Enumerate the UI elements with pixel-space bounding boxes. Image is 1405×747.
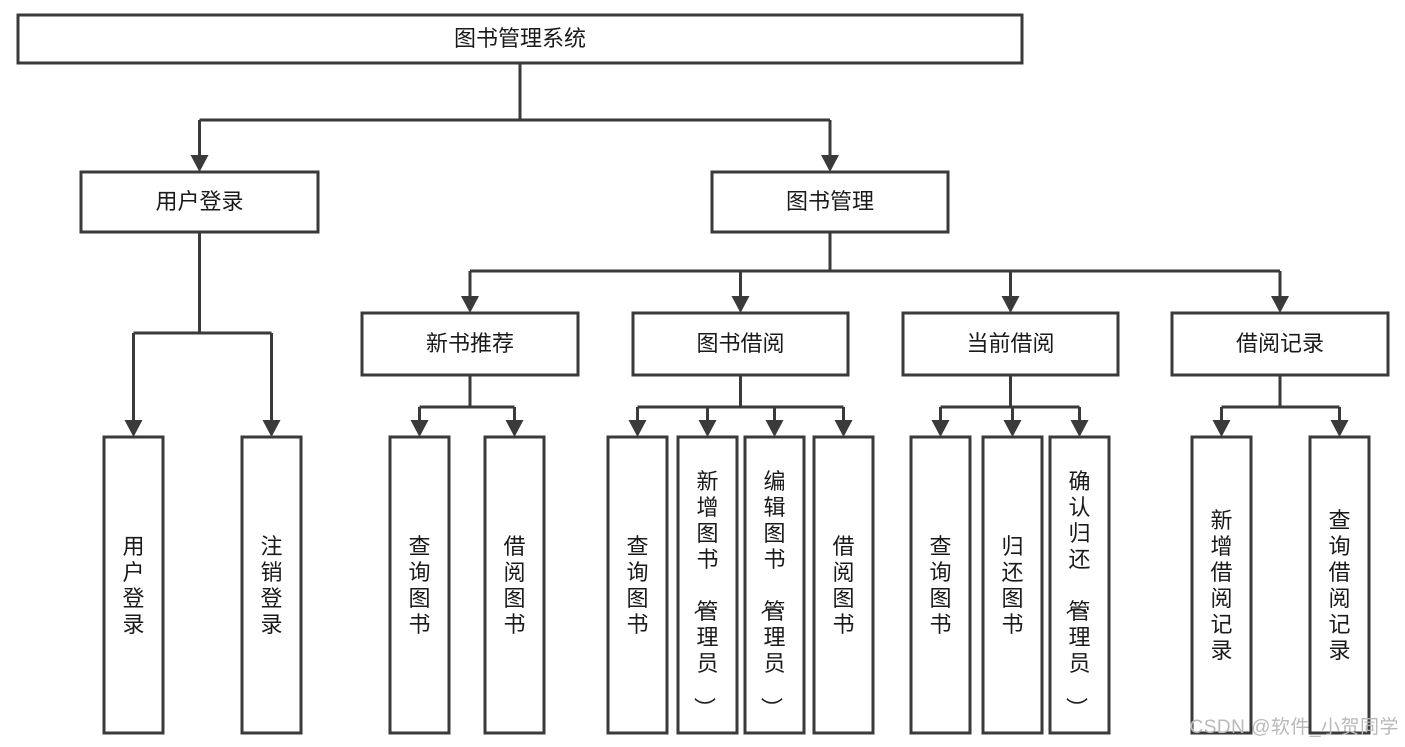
arrow-head-leaf-query-book-cur [931, 420, 950, 437]
node-box-borrow-record [1170, 311, 1390, 377]
node-box-leaf-return-book [981, 435, 1044, 735]
node-book-manage[interactable]: 图书管理 [710, 170, 950, 234]
node-label-borrow-record: 借阅记录 [1236, 331, 1324, 356]
node-leaf-logout[interactable]: 注销登录 [240, 435, 303, 735]
node-leaf-confirm-return[interactable]: 确认归还（管理员） [1048, 435, 1111, 735]
arrow-head-leaf-query-book-rec [410, 420, 429, 437]
node-box-leaf-user-login [102, 435, 165, 735]
node-box-leaf-query-record [1308, 435, 1371, 735]
node-box-leaf-query-book-rec [388, 435, 451, 735]
node-leaf-add-record[interactable]: 新增借阅记录 [1190, 435, 1253, 735]
node-label-leaf-borrow-book: 借阅图书 [832, 534, 854, 637]
node-box-leaf-add-book [676, 435, 739, 735]
node-leaf-query-record[interactable]: 查询借阅记录 [1308, 435, 1371, 735]
node-leaf-borrow-book[interactable]: 借阅图书 [812, 435, 875, 735]
node-box-user-login [79, 170, 320, 234]
arrow-head-leaf-edit-book [765, 420, 784, 437]
node-label-user-login: 用户登录 [155, 189, 243, 214]
arrow-head-leaf-add-record [1212, 420, 1231, 437]
node-book-borrow[interactable]: 图书借阅 [631, 311, 850, 377]
arrow-head-leaf-query-record [1330, 420, 1349, 437]
node-label-leaf-edit-book: 编辑图书（管理员） [758, 469, 785, 719]
node-box-leaf-borrow-book-rec [483, 435, 546, 735]
node-label-current-borrow: 当前借阅 [966, 331, 1054, 356]
node-label-leaf-query-book: 查询图书 [626, 534, 648, 637]
node-label-leaf-confirm-return: 确认归还（管理员） [1063, 469, 1090, 719]
arrow-head-user-login [190, 155, 209, 172]
arrow-head-borrow-record [1271, 296, 1289, 313]
node-label-leaf-logout: 注销登录 [260, 534, 282, 637]
node-leaf-user-login[interactable]: 用户登录 [102, 435, 165, 735]
node-leaf-borrow-book-rec[interactable]: 借阅图书 [483, 435, 546, 735]
arrow-head-leaf-query-book [628, 420, 647, 437]
node-label-book-manage: 图书管理 [786, 189, 874, 214]
connector-layer [124, 63, 1349, 437]
arrow-head-leaf-confirm-return [1070, 420, 1089, 437]
arrow-head-leaf-add-book [698, 420, 717, 437]
node-label-leaf-add-book: 新增图书（管理员） [691, 469, 718, 719]
node-leaf-edit-book[interactable]: 编辑图书（管理员） [743, 435, 806, 735]
arrow-head-new-book-rec [461, 296, 479, 313]
node-new-book-rec[interactable]: 新书推荐 [360, 311, 580, 377]
node-box-leaf-query-book-cur [909, 435, 972, 735]
node-label-leaf-user-login: 用户登录 [122, 534, 144, 637]
node-user-login[interactable]: 用户登录 [79, 170, 320, 234]
arrow-head-leaf-logout [262, 420, 281, 437]
node-label-leaf-query-record: 查询借阅记录 [1328, 508, 1350, 663]
arrow-head-leaf-borrow-book [834, 420, 853, 437]
node-box-leaf-confirm-return [1048, 435, 1111, 735]
node-root[interactable]: 图书管理系统 [16, 13, 1024, 65]
arrow-head-book-manage [821, 155, 839, 172]
node-box-book-borrow [631, 311, 850, 377]
node-box-leaf-edit-book [743, 435, 806, 735]
node-box-leaf-logout [240, 435, 303, 735]
node-box-leaf-add-record [1190, 435, 1253, 735]
node-current-borrow[interactable]: 当前借阅 [901, 311, 1120, 377]
node-leaf-query-book-rec[interactable]: 查询图书 [388, 435, 451, 735]
node-label-book-borrow: 图书借阅 [696, 331, 784, 356]
node-label-leaf-return-book: 归还图书 [1001, 534, 1023, 637]
node-leaf-add-book[interactable]: 新增图书（管理员） [676, 435, 739, 735]
node-box-book-manage [710, 170, 950, 234]
node-label-root: 图书管理系统 [454, 26, 586, 51]
node-borrow-record[interactable]: 借阅记录 [1170, 311, 1390, 377]
node-box-new-book-rec [360, 311, 580, 377]
node-box-leaf-query-book [606, 435, 669, 735]
node-box-root [16, 13, 1024, 65]
node-label-new-book-rec: 新书推荐 [426, 331, 514, 356]
arrow-head-leaf-return-book [1003, 420, 1022, 437]
node-box-leaf-borrow-book [812, 435, 875, 735]
node-label-leaf-query-book-cur: 查询图书 [929, 534, 951, 637]
node-label-leaf-add-record: 新增借阅记录 [1210, 508, 1232, 663]
arrow-head-book-borrow [731, 296, 750, 313]
node-leaf-query-book[interactable]: 查询图书 [606, 435, 669, 735]
arrow-head-current-borrow [1001, 296, 1020, 313]
node-label-leaf-query-book-rec: 查询图书 [408, 534, 430, 637]
arrow-head-leaf-user-login [124, 420, 143, 437]
node-label-leaf-borrow-book-rec: 借阅图书 [503, 534, 525, 637]
node-leaf-query-book-cur[interactable]: 查询图书 [909, 435, 972, 735]
node-box-current-borrow [901, 311, 1120, 377]
arrow-head-leaf-borrow-book-rec [505, 420, 524, 437]
node-leaf-return-book[interactable]: 归还图书 [981, 435, 1044, 735]
node-layer: 图书管理系统用户登录图书管理新书推荐图书借阅当前借阅借阅记录用户登录注销登录查询… [16, 13, 1390, 735]
